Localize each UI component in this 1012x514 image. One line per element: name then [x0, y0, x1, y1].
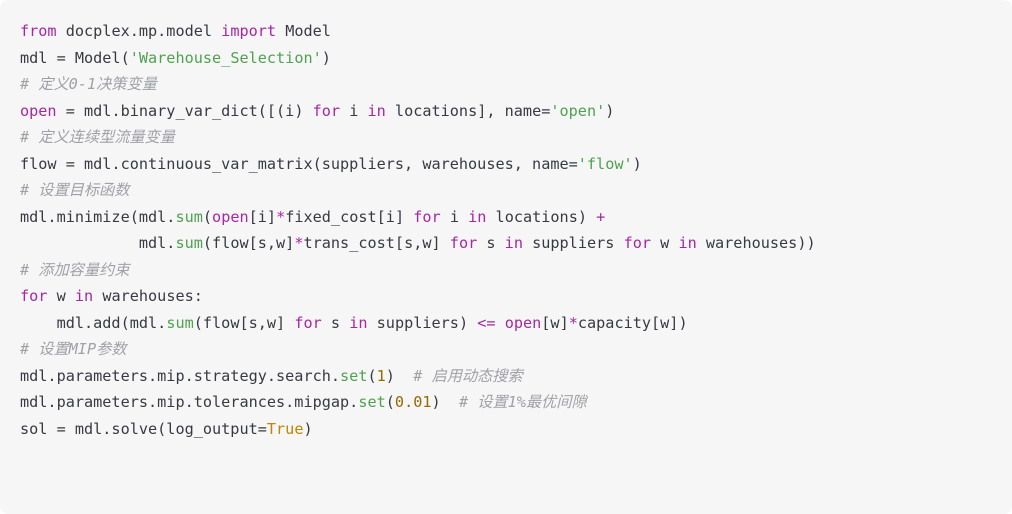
code-line: for w in warehouses: [20, 283, 992, 310]
code-token: # 定义0-1决策变量 [20, 75, 157, 93]
code-token: in [349, 313, 368, 332]
code-token: (flow[s,w] [193, 313, 295, 332]
code-token: for [294, 313, 322, 332]
code-token: ) [321, 48, 331, 67]
code-token: ( [385, 393, 395, 411]
code-token: mdl.add(mdl. [20, 313, 167, 332]
code-token: sol = mdl.solve(log_output= [20, 419, 267, 438]
code-token: set [340, 366, 368, 385]
code-token: w [47, 287, 75, 305]
code-token: sum [175, 234, 203, 252]
code-token: flow = mdl.continuous_var_matrix(supplie… [20, 154, 578, 173]
code-token: suppliers [522, 234, 624, 252]
code-token: fixed_cost[i] [285, 207, 414, 226]
code-token: mdl. [20, 234, 176, 252]
code-token: # 定义连续型流量变量 [20, 128, 175, 146]
code-token: warehouses: [93, 287, 203, 305]
code-line: # 添加容量约束 [20, 257, 992, 284]
code-line: mdl.minimize(mdl.sum(open[i]*fixed_cost[… [20, 204, 992, 231]
code-token: import [221, 22, 277, 40]
code-token: 1 [376, 366, 386, 385]
code-token: + [596, 207, 606, 226]
code-token: ) [431, 393, 459, 411]
code-line: sol = mdl.solve(log_output=True) [20, 416, 992, 443]
code-token: # 设置目标函数 [20, 181, 130, 199]
code-token: [i] [248, 207, 277, 226]
code-token: w [651, 234, 679, 252]
code-line: mdl.add(mdl.sum(flow[s,w] for s in suppl… [20, 310, 992, 337]
code-token: in [504, 234, 523, 252]
code-token: # 添加容量约束 [20, 260, 130, 279]
code-token: capacity[w]) [577, 313, 688, 332]
code-token: * [276, 207, 286, 226]
code-token: 'open' [550, 101, 606, 120]
code-line: flow = mdl.continuous_var_matrix(supplie… [20, 151, 992, 178]
code-line: # 设置MIP参数 [20, 336, 992, 363]
code-token: for [449, 234, 478, 252]
code-token: in [678, 234, 697, 252]
code-token: for [413, 207, 441, 226]
code-token: i [340, 101, 368, 120]
code-line: mdl.parameters.mip.strategy.search.set(1… [20, 363, 992, 390]
code-token: sum [166, 313, 194, 332]
code-token: mdl = Model( [20, 48, 130, 67]
code-token: mdl.parameters.mip.strategy.search. [20, 366, 341, 385]
code-token: s [321, 313, 350, 332]
code-line: mdl.parameters.mip.tolerances.mipgap.set… [20, 389, 992, 416]
code-line: # 定义0-1决策变量 [20, 71, 992, 98]
code-token: suppliers) [367, 313, 478, 332]
code-token [496, 314, 505, 332]
code-token: sum [175, 207, 203, 226]
code-token: i [440, 207, 469, 226]
code-token: [w] [541, 313, 569, 332]
code-token: in [74, 287, 94, 305]
code-token: Model [276, 22, 331, 40]
code-line: open = mdl.binary_var_dict([(i) for i in… [20, 98, 992, 125]
code-token: s [477, 234, 505, 252]
code-token: = mdl.binary_var_dict([(i) [56, 101, 313, 120]
code-token: in [367, 101, 386, 120]
code-token: locations], name= [385, 101, 551, 120]
code-token: for [312, 101, 341, 120]
code-line: # 设置目标函数 [20, 177, 992, 204]
code-token: <= [477, 313, 496, 332]
code-line: # 定义连续型流量变量 [20, 124, 992, 151]
code-token: 0.01 [394, 393, 432, 411]
code-token: mdl.parameters.mip.tolerances.mipgap. [20, 393, 359, 411]
code-token: ) [632, 154, 642, 173]
code-token: 'Warehouse_Selection' [129, 48, 322, 67]
code-token: for [623, 234, 651, 252]
code-token: open [20, 101, 57, 120]
code-token: open [504, 313, 542, 332]
code-token: in [468, 207, 487, 226]
code-token: trans_cost[s,w] [303, 234, 450, 252]
code-token: warehouses)) [696, 234, 816, 252]
code-token: from [20, 22, 57, 40]
code-token: ( [202, 207, 213, 226]
code-line: from docplex.mp.model import Model [20, 18, 992, 45]
code-token: # 启用动态搜索 [413, 366, 523, 385]
code-token: mdl.minimize(mdl. [20, 207, 176, 226]
code-token: (flow[s,w] [202, 234, 295, 252]
code-token: # 设置1%最优间隙 [458, 393, 587, 411]
code-token: docplex.mp.model [56, 22, 222, 40]
code-line: mdl = Model('Warehouse_Selection') [20, 45, 992, 72]
code-token: locations) [486, 207, 597, 226]
code-token: * [568, 313, 578, 332]
code-token: ) [385, 366, 414, 385]
code-line: mdl.sum(flow[s,w]*trans_cost[s,w] for s … [20, 230, 992, 257]
code-token: ) [605, 101, 615, 120]
code-token: for [20, 287, 48, 305]
code-token: 'flow' [577, 154, 633, 173]
code-token: # 设置MIP参数 [20, 340, 127, 358]
code-token: set [358, 393, 386, 411]
code-token: open [212, 207, 249, 226]
code-token: ) [303, 419, 313, 438]
code-token: ( [367, 366, 377, 385]
code-token: True [266, 419, 304, 438]
code-token: * [294, 234, 304, 252]
